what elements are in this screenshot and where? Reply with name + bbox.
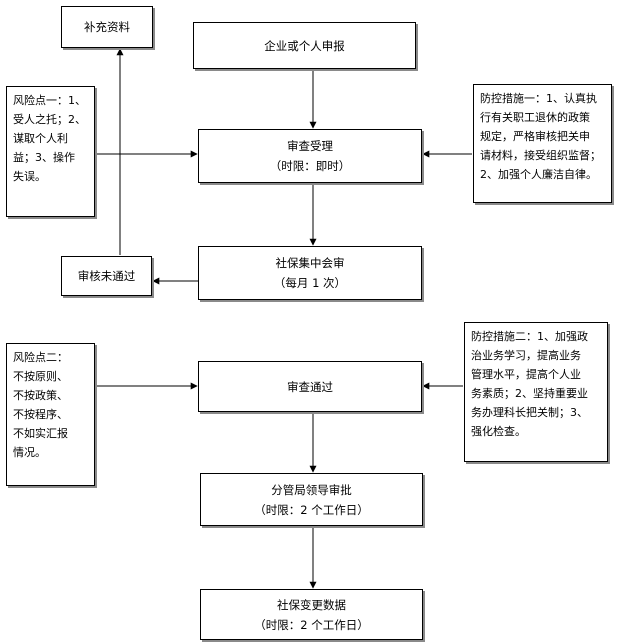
node-not-passed-line: 审核未通过 — [77, 269, 136, 283]
note-control-2-line: 防控措施二：1、加强政 — [471, 330, 588, 343]
node-review-line-2: （时限：即时） — [269, 159, 351, 173]
note-risk-1-line: 风险点一：1、 — [13, 94, 86, 107]
node-joint-review: 社保集中会审 （每月 1 次） — [198, 246, 422, 300]
node-data-change: 社保变更数据 （时限：2 个工作日） — [200, 589, 423, 640]
note-risk-1-line: 受人之托；2、 — [13, 113, 86, 126]
note-risk-1-line: 谋取个人利 — [13, 132, 68, 145]
node-review-passed-line: 审查通过 — [287, 379, 333, 394]
node-data-change-line-2: （时限：2 个工作日） — [254, 617, 369, 632]
note-risk-1-line: 益；3、操作 — [13, 151, 75, 164]
note-control-2: 防控措施二：1、加强政 治业务学习，提高业务 管理水平，提高个人业 务素质；2、… — [464, 322, 608, 462]
node-leader-approval: 分管局领导审批 （时限：2 个工作日） — [200, 473, 423, 526]
note-control-1: 防控措施一：1、认真执 行有关职工退休的政策 规定，严格审核把关申 请材料，接受… — [473, 84, 612, 203]
note-control-1-line: 2、加强个人廉洁自律。 — [480, 168, 597, 181]
note-control-2-line: 务办理科长把关制；3、 — [471, 406, 588, 419]
note-risk-2-line: 情况。 — [13, 446, 46, 459]
node-supplement-line: 补充资料 — [84, 20, 130, 34]
node-not-passed: 审核未通过 — [61, 256, 152, 296]
note-risk-2-line: 风险点二： — [13, 351, 68, 364]
node-data-change-line-1: 社保变更数据 — [277, 597, 346, 612]
note-control-1-line: 请材料，接受组织监督； — [480, 149, 601, 162]
node-apply-line: 企业或个人申报 — [264, 38, 345, 53]
node-leader-approval-line-2: （时限：2 个工作日） — [254, 502, 369, 517]
note-risk-2-line: 不按政策、 — [13, 389, 68, 402]
note-risk-2-line: 不按程序、 — [13, 408, 68, 421]
node-leader-approval-line-1: 分管局领导审批 — [271, 482, 352, 497]
note-risk-2-line: 不如实汇报 — [13, 427, 68, 440]
node-joint-review-line-1: 社保集中会审 — [275, 256, 345, 270]
note-risk-1-line: 失误。 — [13, 170, 46, 183]
note-risk-2: 风险点二： 不按原则、 不按政策、 不按程序、 不如实汇报 情况。 — [6, 343, 95, 486]
note-control-2-line: 治业务学习，提高业务 — [471, 349, 581, 362]
node-supplement: 补充资料 — [61, 6, 153, 48]
note-control-1-line: 行有关职工退休的政策 — [480, 111, 590, 124]
note-risk-1: 风险点一：1、 受人之托；2、 谋取个人利 益；3、操作 失误。 — [6, 86, 95, 217]
note-control-1-line: 防控措施一：1、认真执 — [480, 92, 597, 105]
note-control-2-line: 管理水平，提高个人业 — [471, 368, 581, 381]
note-control-1-line: 规定，严格审核把关申 — [480, 130, 590, 143]
node-apply: 企业或个人申报 — [193, 22, 416, 69]
node-review: 审查受理 （时限：即时） — [198, 129, 422, 183]
node-review-line-1: 审查受理 — [287, 139, 333, 153]
note-control-2-line: 强化检查。 — [471, 425, 526, 438]
note-control-2-line: 务素质；2、坚持重要业 — [471, 387, 588, 400]
note-risk-2-line: 不按原则、 — [13, 370, 68, 383]
node-joint-review-line-2: （每月 1 次） — [273, 276, 347, 290]
node-review-passed: 审查通过 — [198, 361, 422, 412]
